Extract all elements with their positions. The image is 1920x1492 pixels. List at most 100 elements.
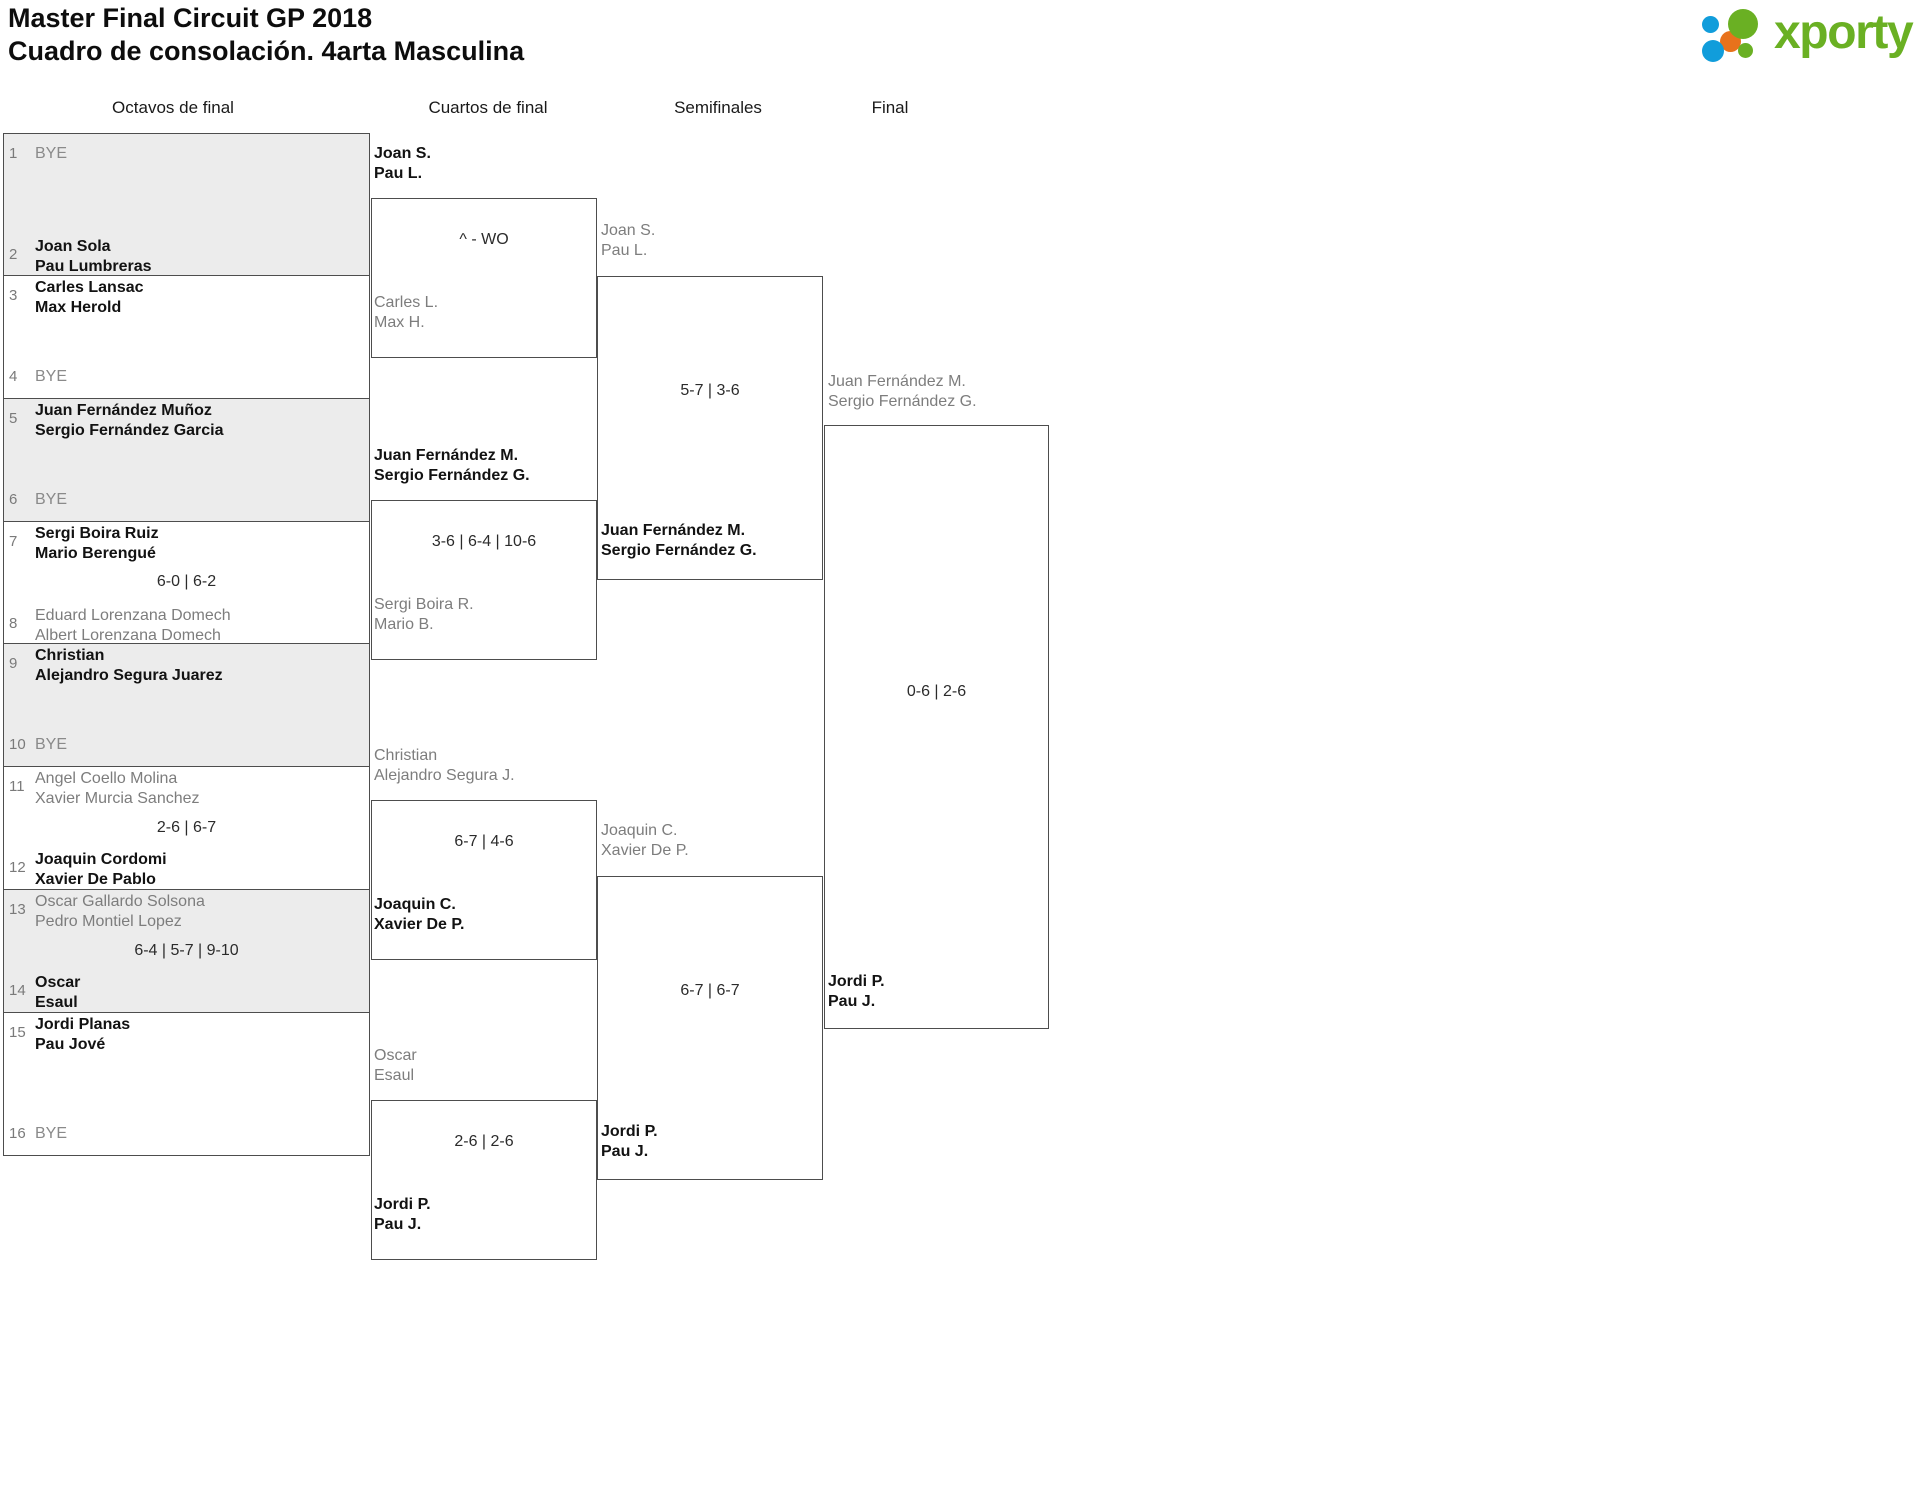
r1-block-3[interactable]: 5 Juan Fernández Muñoz Sergio Fernández … bbox=[3, 399, 370, 522]
player-2: Pau J. bbox=[374, 1215, 422, 1233]
player-1: Carles L. bbox=[374, 294, 439, 311]
r4-score-1: 0-6 | 2-6 bbox=[906, 683, 967, 700]
r1-score-5: 2-6 | 6-7 bbox=[156, 819, 217, 836]
seed-number: 16 bbox=[9, 1125, 26, 1142]
r1-slot-15[interactable]: 15 Jordi Planas Pau Jové bbox=[4, 1013, 369, 1055]
r1-slot-5[interactable]: 5 Juan Fernández Muñoz Sergio Fernández … bbox=[4, 399, 369, 441]
team-names: Christian Alejandro Segura Juarez bbox=[35, 646, 365, 685]
player-2: Sergio Fernández G. bbox=[828, 392, 977, 410]
seed-number: 1 bbox=[9, 145, 18, 162]
r1-slot-10[interactable]: 10 BYE bbox=[4, 725, 369, 767]
player-1: Jordi P. bbox=[828, 973, 885, 990]
r1-block-4[interactable]: 7 Sergi Boira Ruiz Mario Berengué 6-0 | … bbox=[3, 522, 370, 644]
player-1: Juan Fernández M. bbox=[601, 522, 746, 539]
r2-team-top-2: Juan Fernández M. Sergio Fernández G. bbox=[374, 446, 530, 485]
bye-label: BYE bbox=[35, 145, 68, 162]
seed-number: 5 bbox=[9, 410, 18, 427]
r2-team-bottom-4: Jordi P. Pau J. bbox=[374, 1195, 431, 1234]
team-names: Angel Coello Molina Xavier Murcia Sanche… bbox=[35, 769, 365, 808]
player-1: Juan Fernández M. bbox=[374, 447, 519, 464]
r3-score-1: 5-7 | 3-6 bbox=[680, 382, 740, 399]
player-1: Carles Lansac bbox=[35, 279, 144, 296]
r4-team-top-1: Juan Fernández M. Sergio Fernández G. bbox=[828, 372, 977, 411]
r1-slot-12[interactable]: 12 Joaquin Cordomi Xavier De Pablo bbox=[4, 848, 369, 890]
r2-team-bottom-3: Joaquin C. Xavier De P. bbox=[374, 895, 464, 934]
r3-connector-2[interactable] bbox=[597, 876, 823, 1180]
seed-number: 11 bbox=[9, 778, 25, 795]
player-1: Joan S. bbox=[601, 222, 656, 239]
player-1: Jordi Planas bbox=[35, 1016, 131, 1033]
player-2: Xavier Murcia Sanchez bbox=[35, 789, 200, 807]
player-1: Sergi Boira R. bbox=[374, 596, 474, 613]
r1-slot-2[interactable]: 2 Joan Sola Pau Lumbreras bbox=[4, 235, 369, 277]
r2-connector-1[interactable] bbox=[371, 198, 597, 358]
player-1: Joaquin C. bbox=[601, 822, 678, 839]
r2-team-bottom-2: Sergi Boira R. Mario B. bbox=[374, 595, 474, 634]
player-1: Oscar Gallardo Solsona bbox=[35, 893, 205, 910]
r1-block-6[interactable]: 11 Angel Coello Molina Xavier Murcia San… bbox=[3, 767, 370, 890]
seed-number: 10 bbox=[9, 736, 26, 753]
player-1: Jordi P. bbox=[601, 1123, 658, 1140]
r1-block-5[interactable]: 9 Christian Alejandro Segura Juarez 10 B… bbox=[3, 644, 370, 767]
bye-label: BYE bbox=[35, 491, 68, 508]
player-1: Juan Fernández Muñoz bbox=[35, 402, 212, 419]
player-2: Sergio Fernández G. bbox=[374, 466, 530, 484]
bye-label: BYE bbox=[35, 368, 68, 385]
player-2: Pau L. bbox=[601, 241, 648, 259]
r2-connector-4[interactable] bbox=[371, 1100, 597, 1260]
player-2: Pau Lumbreras bbox=[35, 257, 152, 275]
player-1: Juan Fernández M. bbox=[828, 373, 966, 390]
player-2: Alejandro Segura J. bbox=[374, 766, 515, 784]
r1-slot-4[interactable]: 4 BYE bbox=[4, 357, 369, 399]
seed-number: 9 bbox=[9, 655, 18, 672]
player-1: Joan Sola bbox=[35, 238, 111, 255]
player-2: Esaul bbox=[35, 993, 78, 1011]
r1-slot-8[interactable]: 8 Eduard Lorenzana Domech Albert Lorenza… bbox=[4, 604, 369, 646]
r1-slot-13[interactable]: 13 Oscar Gallardo Solsona Pedro Montiel … bbox=[4, 890, 369, 932]
r2-score-4: 2-6 | 2-6 bbox=[454, 1133, 514, 1150]
r2-score-2: 3-6 | 6-4 | 10-6 bbox=[431, 533, 537, 550]
r1-slot-14[interactable]: 14 Oscar Esaul bbox=[4, 971, 369, 1013]
player-1: Sergi Boira Ruiz bbox=[35, 525, 159, 542]
r1-slot-16[interactable]: 16 BYE bbox=[4, 1114, 369, 1156]
r3-score-2: 6-7 | 6-7 bbox=[680, 982, 740, 999]
player-1: Oscar bbox=[35, 974, 81, 991]
player-2: Pau L. bbox=[374, 164, 423, 182]
r3-team-top-2: Joaquin C. Xavier De P. bbox=[601, 821, 689, 860]
player-1: Jordi P. bbox=[374, 1196, 431, 1213]
title-line-2: Cuadro de consolación. 4arta Masculina bbox=[8, 36, 525, 66]
player-2: Max H. bbox=[374, 313, 425, 331]
seed-number: 15 bbox=[9, 1024, 26, 1041]
r1-block-8[interactable]: 15 Jordi Planas Pau Jové 16 BYE bbox=[3, 1013, 370, 1156]
r3-connector-1[interactable] bbox=[597, 276, 823, 580]
title-line-1: Master Final Circuit GP 2018 bbox=[8, 3, 373, 33]
player-2: Alejandro Segura Juarez bbox=[35, 666, 223, 684]
seed-number: 14 bbox=[9, 982, 26, 999]
r2-connector-2[interactable] bbox=[371, 500, 597, 660]
logo-dot-blue-large bbox=[1702, 40, 1724, 62]
player-2: Xavier De P. bbox=[374, 915, 465, 933]
team-names: Sergi Boira Ruiz Mario Berengué bbox=[35, 524, 365, 563]
r4-connector-1[interactable] bbox=[824, 425, 1049, 1029]
r1-block-7[interactable]: 13 Oscar Gallardo Solsona Pedro Montiel … bbox=[3, 890, 370, 1013]
player-1: Joaquin C. bbox=[374, 896, 456, 913]
r1-slot-6[interactable]: 6 BYE bbox=[4, 480, 369, 522]
player-2: Xavier De Pablo bbox=[35, 870, 156, 888]
player-2: Albert Lorenzana Domech bbox=[35, 626, 221, 644]
round-header-octavos: Octavos de final bbox=[112, 98, 234, 117]
r1-block-1[interactable]: 1 BYE 2 Joan Sola Pau Lumbreras bbox=[3, 133, 370, 276]
r1-slot-11[interactable]: 11 Angel Coello Molina Xavier Murcia San… bbox=[4, 767, 369, 809]
logo-dot-blue-small bbox=[1702, 16, 1719, 33]
page-title: Master Final Circuit GP 2018 Cuadro de c… bbox=[8, 2, 1108, 68]
r1-slot-1[interactable]: 1 BYE bbox=[4, 134, 369, 176]
r1-slot-9[interactable]: 9 Christian Alejandro Segura Juarez bbox=[4, 644, 369, 686]
round-header-semifinales: Semifinales bbox=[674, 98, 762, 117]
r3-team-top-1: Joan S. Pau L. bbox=[601, 221, 655, 260]
r1-slot-7[interactable]: 7 Sergi Boira Ruiz Mario Berengué bbox=[4, 522, 369, 564]
r1-block-2[interactable]: 3 Carles Lansac Max Herold 4 BYE bbox=[3, 276, 370, 399]
r1-slot-3[interactable]: 3 Carles Lansac Max Herold bbox=[4, 276, 369, 318]
r2-connector-3[interactable] bbox=[371, 800, 597, 960]
player-1: Christian bbox=[374, 747, 438, 764]
r2-team-top-1: Joan S. Pau L. bbox=[374, 144, 431, 183]
seed-number: 13 bbox=[9, 901, 26, 918]
